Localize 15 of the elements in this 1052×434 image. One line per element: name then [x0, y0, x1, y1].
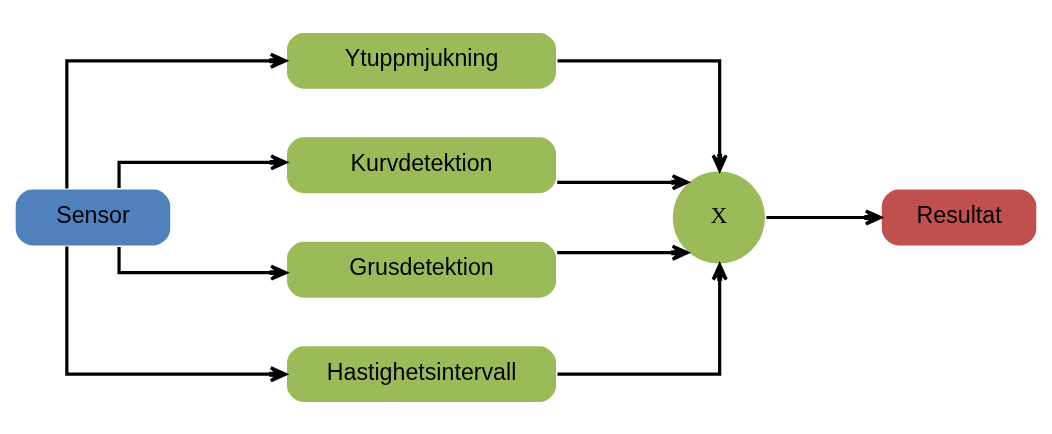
node-box: Kurvdetektion	[284, 134, 559, 195]
node-box: Grusdetektion	[284, 239, 559, 300]
arrow	[65, 52, 287, 188]
arrow	[557, 244, 689, 261]
node-box: Ytuppmjukning	[284, 30, 559, 91]
arrow	[557, 58, 728, 172]
node-box: Resultat	[879, 186, 1039, 248]
node-box: Sensor	[13, 186, 173, 248]
arrow	[117, 153, 288, 188]
arrow	[557, 173, 689, 190]
arrow	[766, 208, 883, 226]
arrow	[65, 246, 287, 382]
arrow	[557, 262, 728, 376]
arrow	[117, 246, 288, 281]
node-box: Hastighetsintervall	[284, 343, 559, 404]
